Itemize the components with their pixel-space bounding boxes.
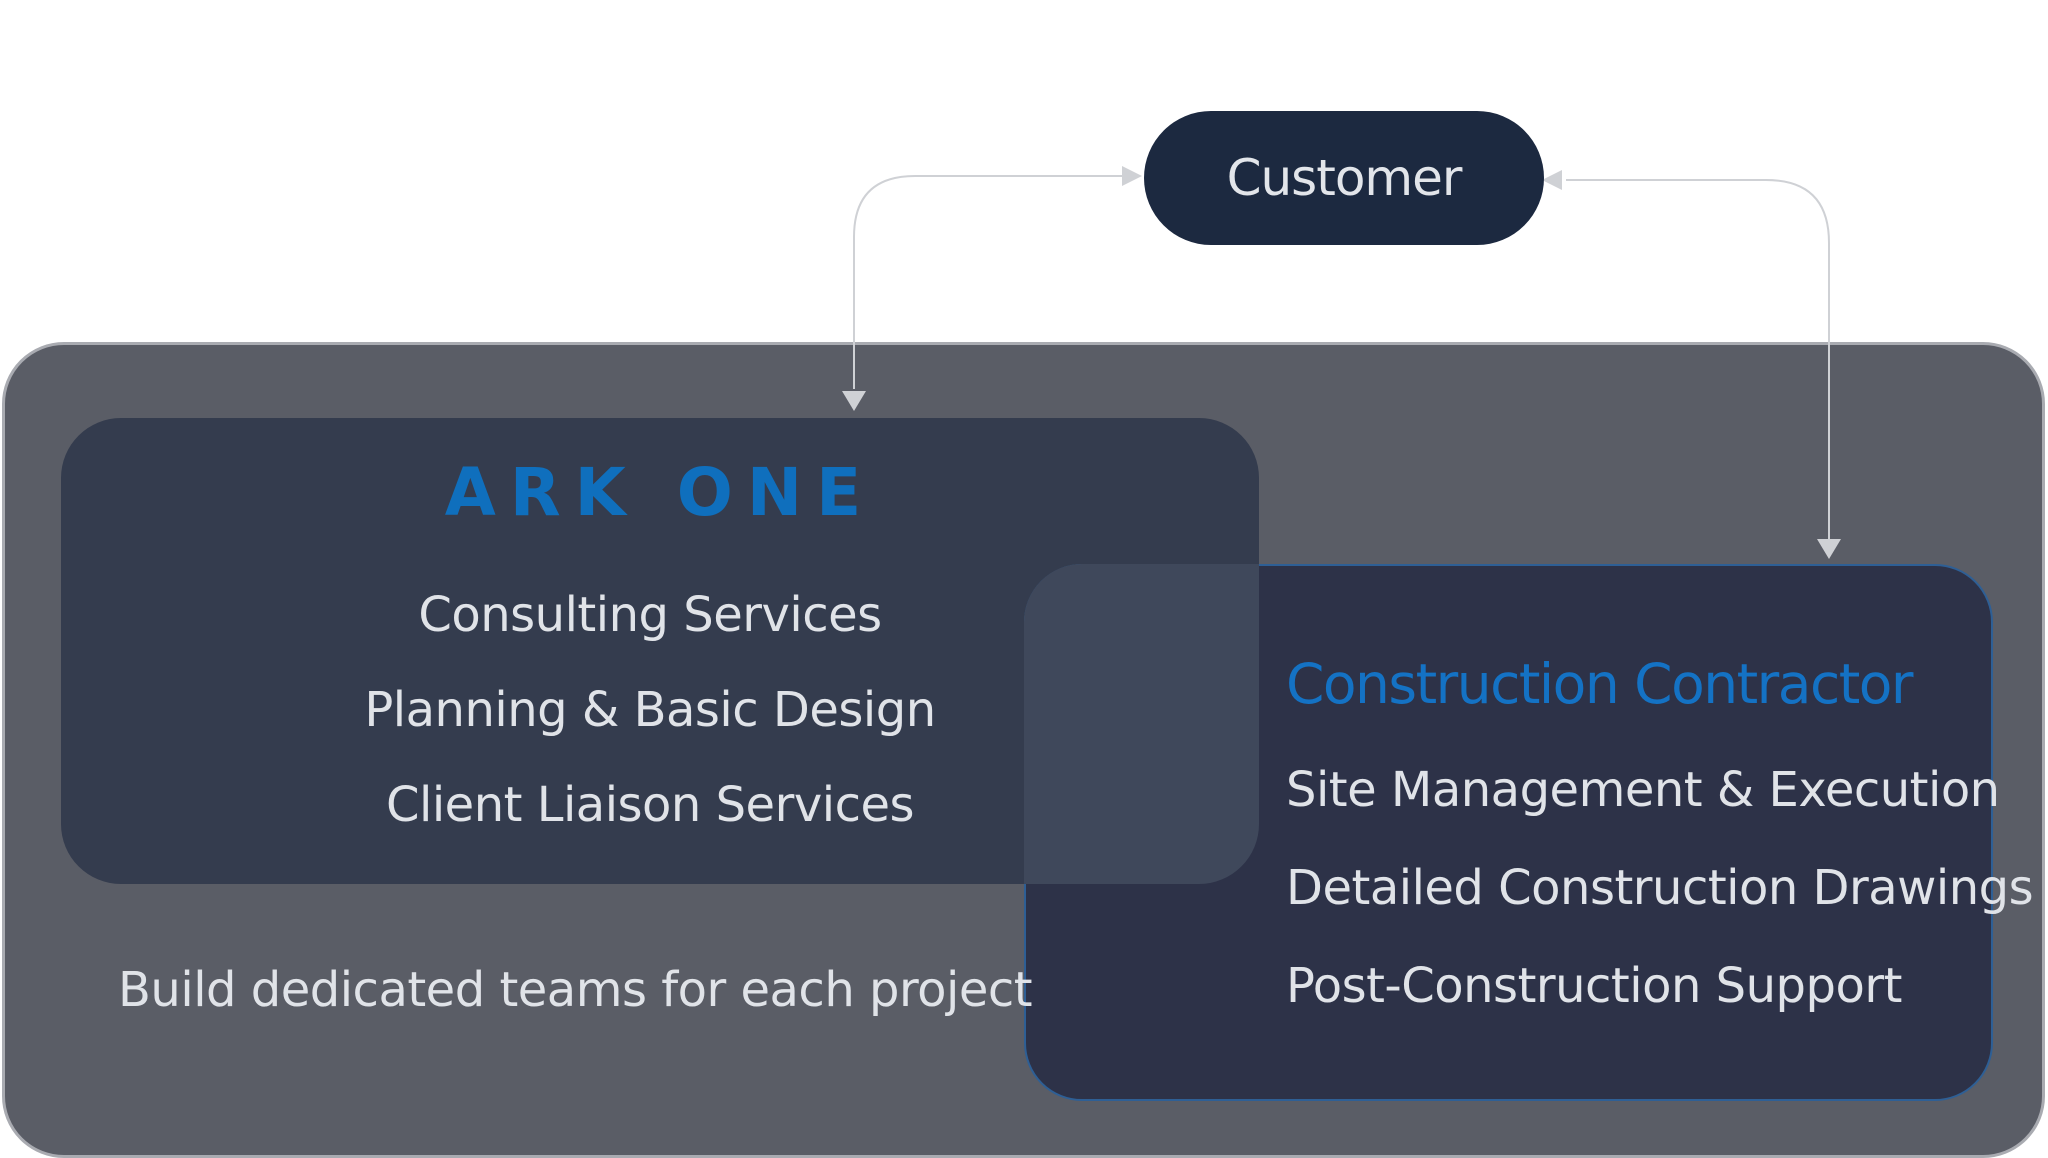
connector-customer-contractor [1566,179,1830,539]
construction-contractor-title: Construction Contractor [1286,652,1914,716]
dedicated-teams-note: Build dedicated teams for each project [118,962,1033,1018]
ark-one-title: ARK ONE [444,454,876,531]
ark-one-service-liaison: Client Liaison Services [385,777,915,833]
customer-label: Customer [1226,149,1463,207]
connector-customer-ark-one [853,175,1122,389]
contractor-service-site-management: Site Management & Execution [1286,762,2000,818]
arrowhead-to-customer-right [1542,170,1562,190]
arrowhead-to-contractor [1817,539,1841,559]
arrowhead-to-customer-left [1122,166,1142,186]
customer-node: Customer [1144,111,1544,245]
contractor-service-drawings: Detailed Construction Drawings [1286,860,2034,916]
ark-one-service-planning: Planning & Basic Design [364,682,936,738]
ark-one-service-consulting: Consulting Services [418,587,882,643]
collaboration-overlap-region [1024,564,1259,884]
contractor-service-support: Post-Construction Support [1286,958,1902,1014]
arrowhead-to-ark-one [842,391,866,411]
